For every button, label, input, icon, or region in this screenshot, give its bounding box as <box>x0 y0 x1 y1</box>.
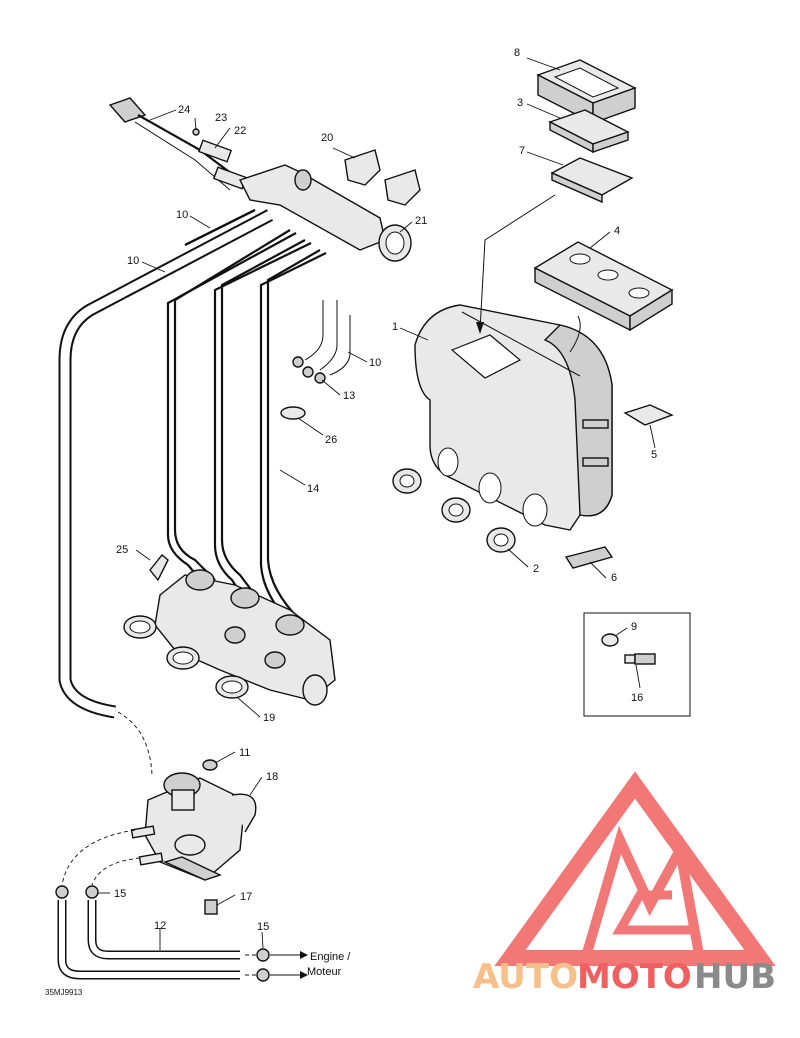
part-26-clamp <box>280 406 306 420</box>
callout-7: 7 <box>519 145 525 157</box>
callout-15-right: 15 <box>257 921 269 933</box>
watermark-logo <box>494 771 776 966</box>
callout-4: 4 <box>614 225 620 237</box>
callout-1: 1 <box>392 321 398 333</box>
destination-line1: Engine / <box>310 951 351 963</box>
diagram-code: 35MJ9913 <box>45 988 83 997</box>
callout-labels: 8 3 7 4 1 5 2 6 9 16 24 23 22 20 21 10 1… <box>45 47 657 997</box>
callout-11: 11 <box>239 747 250 759</box>
callout-13: 13 <box>343 390 355 402</box>
callout-5: 5 <box>651 449 657 461</box>
callout-25: 25 <box>116 544 128 556</box>
callout-15-left: 15 <box>114 888 126 900</box>
callout-20: 20 <box>321 132 333 144</box>
leader-lines <box>98 57 656 950</box>
part-10-long-hose <box>58 209 274 776</box>
callout-10-upper: 10 <box>176 209 188 221</box>
part-9-nut <box>601 633 619 647</box>
part-12-feed-hoses <box>55 829 308 982</box>
part-19-clamps <box>123 615 249 699</box>
callout-2: 2 <box>533 563 539 575</box>
callout-18: 18 <box>266 771 278 783</box>
logo-m-stroke <box>580 825 705 962</box>
part-8-box <box>536 59 637 125</box>
callout-12: 12 <box>154 920 166 932</box>
part-25-tie <box>149 554 169 582</box>
leader-4-to-1 <box>569 315 581 353</box>
callout-14: 14 <box>307 483 319 495</box>
callout-21: 21 <box>415 215 427 227</box>
callout-19: 19 <box>263 712 275 724</box>
logo-triangle <box>494 771 776 966</box>
part-1-silencer <box>414 304 613 531</box>
callout-17: 17 <box>240 891 252 903</box>
logo-g-stroke <box>612 890 690 935</box>
callout-8: 8 <box>514 47 520 59</box>
top-harness-assembly <box>108 97 421 420</box>
part-6-decal <box>564 546 614 569</box>
brand-hub: HUB <box>694 957 776 997</box>
part-20-clips <box>344 149 421 206</box>
air-silencer-assembly <box>392 59 674 569</box>
callout-9: 9 <box>631 621 637 633</box>
callout-24: 24 <box>178 104 190 116</box>
part-2-grommets <box>392 468 516 553</box>
callout-22: 22 <box>234 125 246 137</box>
carburetor-bank <box>154 569 336 706</box>
brand-auto: AUTO <box>473 957 578 997</box>
callout-10-right: 10 <box>369 357 381 369</box>
callout-16: 16 <box>631 692 643 704</box>
destination-line2: Moteur <box>307 966 342 978</box>
part-5-sheet <box>623 404 674 426</box>
part-7-plate <box>550 157 634 204</box>
callout-26: 26 <box>325 434 337 446</box>
part-16-sensor <box>624 653 656 665</box>
callout-3: 3 <box>517 97 523 109</box>
part-3-pad <box>548 109 630 154</box>
callout-23: 23 <box>215 112 227 124</box>
part-4-plate <box>533 241 674 332</box>
watermark-text: AUTO MOTO HUB <box>473 957 776 997</box>
inset-sensor-box <box>583 612 691 717</box>
part-18-oil-pump <box>130 759 257 915</box>
callout-6: 6 <box>611 572 617 584</box>
leader-7-to-1 <box>479 194 556 331</box>
part-14-hoses <box>166 229 327 626</box>
callout-10-left: 10 <box>127 255 139 267</box>
brand-moto: MOTO <box>577 957 692 997</box>
